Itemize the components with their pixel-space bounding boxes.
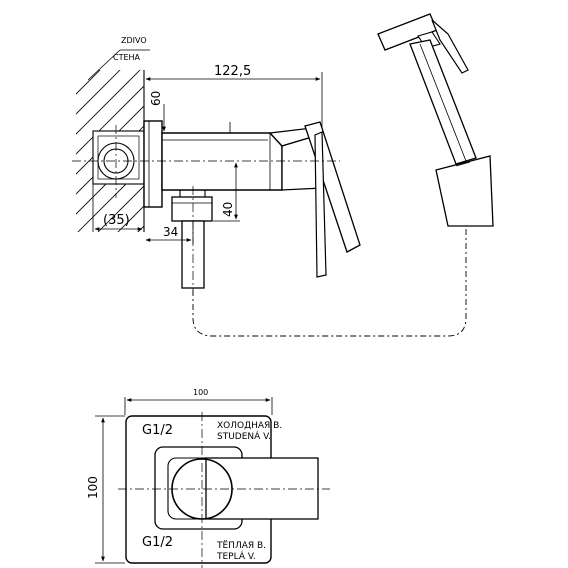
hose (192, 226, 467, 337)
thread-label-top: G1/2 (142, 423, 173, 438)
outlet-nut (171, 196, 213, 222)
shower-holder-edge (455, 161, 471, 167)
dim-length-label: 122,5 (214, 64, 251, 79)
wall-label-ru: СТЕНА (113, 53, 141, 62)
side-view: ZDIVO СТЕНА 122,5 (72, 13, 494, 337)
embedded-box (92, 130, 145, 185)
lever-grip (314, 131, 327, 278)
dim-wall-depth-label: (35) (103, 213, 130, 228)
shower-trigger (431, 19, 469, 74)
plate-height-label: 100 (86, 476, 100, 499)
wall-label-leader (87, 49, 121, 81)
plate-width-label: 100 (193, 388, 208, 397)
thread-label-bottom: G1/2 (142, 535, 173, 550)
cold-water-label-ru: ХОЛОДНАЯ В. (217, 421, 282, 431)
dim-height-label: 60 (149, 91, 163, 106)
shower-holder (435, 155, 494, 227)
valve-body (161, 132, 283, 191)
shower-handle-inner (419, 43, 467, 162)
hand-shower (377, 13, 494, 227)
dim-offset-label: 40 (221, 202, 235, 217)
warm-water-label-ru: ТЁПЛАЯ В. (216, 540, 266, 551)
cold-water-label-cz: STUDENÁ V. (217, 430, 271, 442)
wall-label-cz: ZDIVO (121, 36, 147, 45)
warm-water-label-cz: TEPLÁ V. (216, 550, 256, 562)
dim-outlet-label: 34 (163, 225, 178, 239)
wall-plate (143, 120, 163, 208)
front-view: 100 100 G1/2 G1/2 ХОЛОДНАЯ В. STUDENÁ V.… (86, 388, 330, 568)
